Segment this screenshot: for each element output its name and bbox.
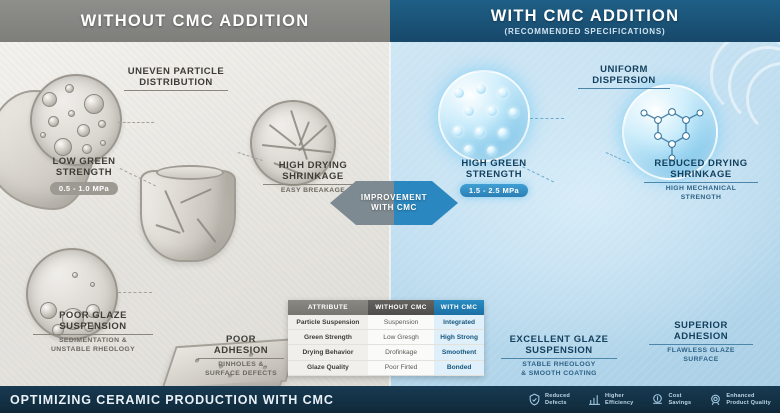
- table-cell-without: Drofinkage: [367, 344, 435, 361]
- medal-icon: [708, 393, 722, 407]
- table-cell-with: Integrated: [434, 315, 484, 331]
- table-header-attribute: ATTRIBUTE: [288, 300, 368, 315]
- bar-chart-icon: [587, 393, 601, 407]
- header-right-subtitle: (RECOMMENDED SPECIFICATIONS): [504, 26, 666, 36]
- cmc-molecule-sphere: [622, 84, 718, 180]
- label-reduced-drying-shrinkage: REDUCED DRYING SHRINKAGE HIGH MECHANICAL…: [632, 158, 770, 202]
- label-uneven-particle-distribution: UNEVEN PARTICLE DISTRIBUTION: [112, 66, 240, 93]
- benefit-reduced-defects: Reduced Defects: [527, 393, 570, 407]
- table-cell-without: Poor Firted: [367, 360, 435, 376]
- table-cell-with: Smoothent: [434, 344, 484, 361]
- header-left-title: WITHOUT CMC ADDITION: [80, 11, 310, 30]
- connector-line: [118, 292, 152, 293]
- decor-wave-icon: [710, 42, 780, 118]
- header-right-title: WITH CMC ADDITION: [490, 6, 680, 25]
- benefit-cost-savings: Cost Savings: [650, 393, 691, 407]
- label-uniform-dispersion: UNIFORM DISPERSION: [568, 64, 680, 91]
- shield-check-icon: [527, 393, 541, 407]
- benefit-label: Enhanced Product Quality: [726, 392, 771, 406]
- table-cell-without: Low Gresgh: [367, 329, 435, 346]
- label-superior-adhesion: SUPERIOR ADHESION FLAWLESS GLAZE SURFACE: [638, 320, 764, 364]
- cracked-surface-circle: [250, 100, 336, 186]
- arrow-right-half: [394, 181, 458, 225]
- poor-suspension-circle: [26, 248, 118, 340]
- header-without-cmc: WITHOUT CMC ADDITION: [0, 0, 390, 42]
- header-with-cmc: WITH CMC ADDITION (RECOMMENDED SPECIFICA…: [390, 0, 780, 42]
- connector-line: [118, 122, 154, 123]
- decor-wave-icon: [728, 46, 780, 126]
- cracked-pot-illustration: [140, 165, 236, 262]
- table-header-row: ATTRIBUTE WITHOUT CMC WITH CMC: [288, 300, 484, 315]
- label-excellent-glaze-suspension: EXCELLENT GLAZE SUSPENSION STABLE RHEOLO…: [488, 334, 630, 378]
- benefit-label: Reduced Defects: [545, 392, 571, 406]
- footer-title: OPTIMIZING CERAMIC PRODUCTION WITH CMC: [10, 392, 334, 407]
- table-cell-attribute: Glaze Quality: [288, 360, 368, 376]
- table-row: Green Strength Low Gresgh High Strong: [288, 329, 484, 346]
- badge-high-green-strength: 1.5 - 2.5 MPa: [459, 184, 529, 197]
- benefit-higher-efficiency: Higher Efficiency: [587, 393, 633, 407]
- label-low-green-strength: LOW GREEN STRENGTH 0.5 - 1.0 MPa: [28, 156, 140, 196]
- table-header-with-cmc: WITH CMC: [434, 300, 484, 315]
- table-cell-attribute: Drying Behavior: [288, 344, 368, 361]
- footer-benefits: Reduced Defects Higher Efficiency: [527, 393, 771, 407]
- connector-line: [605, 152, 630, 164]
- label-high-green-strength: HIGH GREEN STRENGTH 1.5 - 2.5 MPa: [459, 158, 529, 197]
- table-cell-with: Bonded: [434, 360, 484, 376]
- label-poor-glaze-suspension: POOR GLAZE SUSPENSION SEDIMENTATION & UN…: [20, 310, 166, 354]
- table-row: Drying Behavior Drofinkage Smoothent: [288, 344, 484, 361]
- table-header-without-cmc: WITHOUT CMC: [367, 300, 435, 315]
- table-row: Glaze Quality Poor Firted Bonded: [288, 360, 484, 376]
- improvement-arrow: IMPROVEMENT WITH CMC: [330, 181, 458, 225]
- table-cell-without: Suspension: [367, 315, 435, 331]
- table-cell-attribute: Particle Suspension: [288, 315, 368, 331]
- comparison-table: ATTRIBUTE WITHOUT CMC WITH CMC Particle …: [288, 300, 484, 376]
- table-cell-attribute: Green Strength: [288, 329, 368, 346]
- benefit-enhanced-product-quality: Enhanced Product Quality: [708, 393, 771, 407]
- label-poor-adhesion: POOR ADHESION PINHOLES & SURFACE DEFECTS: [188, 334, 294, 378]
- arrow-left-half: [330, 181, 394, 225]
- connector-line: [530, 118, 564, 119]
- coin-icon: [650, 393, 664, 407]
- badge-low-green-strength: 0.5 - 1.0 MPa: [49, 182, 119, 195]
- uniform-dispersion-circle: [438, 70, 530, 162]
- benefit-label: Cost Savings: [668, 392, 692, 406]
- footer-bar: OPTIMIZING CERAMIC PRODUCTION WITH CMC R…: [0, 386, 780, 413]
- benefit-label: Higher Efficiency: [605, 392, 634, 406]
- label-high-drying-shrinkage: HIGH DRYING SHRINKAGE EASY BREAKAGE: [252, 160, 374, 196]
- table-row: Particle Suspension Suspension Integrate…: [288, 315, 484, 331]
- uneven-particle-circle: [30, 74, 122, 166]
- table-cell-with: High Strong: [434, 329, 484, 346]
- molecule-icon: [640, 108, 704, 162]
